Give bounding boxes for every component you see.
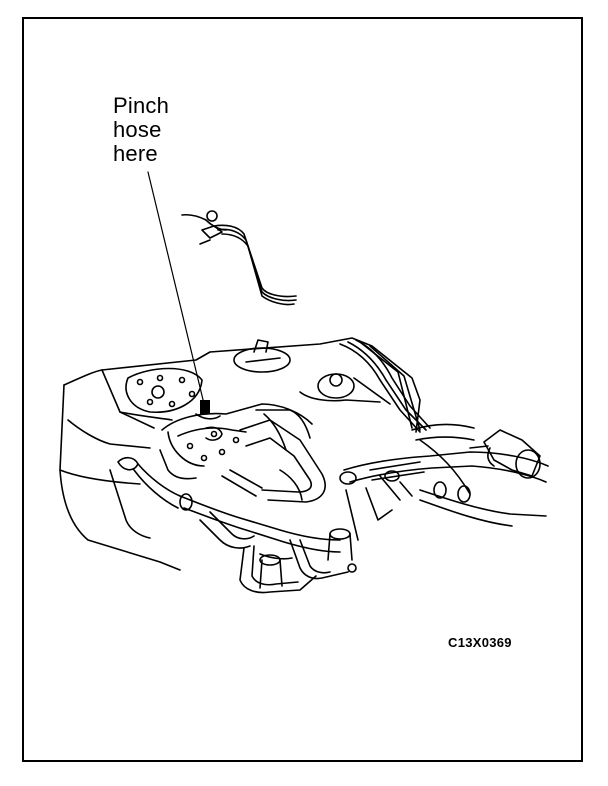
- vapor-canister: [470, 430, 540, 478]
- lower-hoses: [180, 476, 412, 593]
- callout-line-2: hose: [113, 117, 162, 142]
- hose-clamps: [340, 462, 470, 502]
- figure-code: C13X0369: [448, 635, 512, 650]
- callout-line-3: here: [113, 141, 158, 166]
- callout-line-1: Pinch: [113, 93, 170, 118]
- leader-line: [148, 172, 205, 408]
- fuel-hose-detail: [182, 211, 296, 305]
- figure-frame: [22, 17, 583, 762]
- callout-label: Pinch hose here: [113, 94, 169, 166]
- tank-strap-left: [110, 458, 192, 538]
- fuel-tank: [60, 338, 420, 570]
- tank-top-lines: [160, 400, 325, 502]
- frame-rails: [340, 340, 548, 526]
